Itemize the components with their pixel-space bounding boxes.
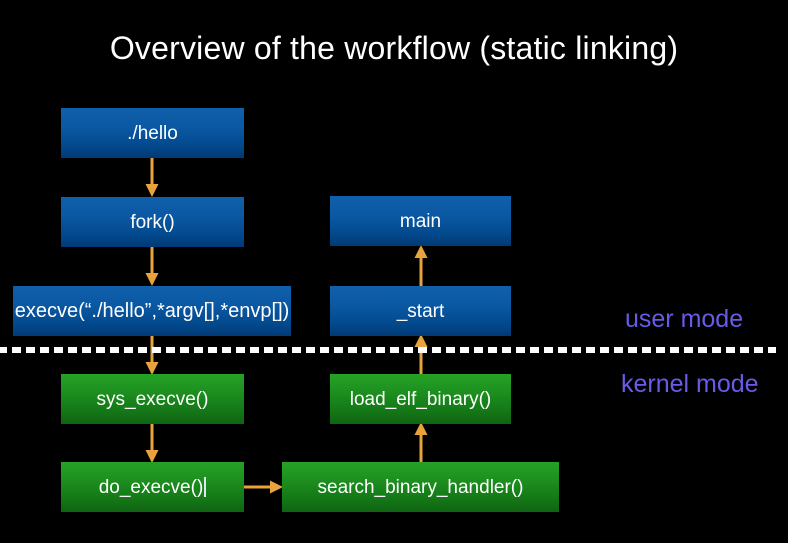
arrow-load-elf-binary-to-start xyxy=(413,332,429,376)
node-execve-label: execve(“./hello”,*argv[],*envp[]) xyxy=(14,300,290,322)
node-sys-execve[interactable]: sys_execve() xyxy=(61,374,244,424)
node-sys-execve-label: sys_execve() xyxy=(96,388,209,410)
node-do-execve[interactable]: do_execve() xyxy=(61,462,244,512)
arrow-fork-to-execve xyxy=(144,244,160,288)
node-execve[interactable]: execve(“./hello”,*argv[],*envp[]) xyxy=(13,286,291,336)
text-caret xyxy=(204,477,207,497)
node-main[interactable]: main xyxy=(330,196,511,246)
node-search-binary-handler[interactable]: search_binary_handler() xyxy=(282,462,559,512)
arrow-sys-execve-to-do-execve xyxy=(144,421,160,465)
node-fork-label: fork() xyxy=(130,211,175,233)
node-fork[interactable]: fork() xyxy=(61,197,244,247)
node-main-label: main xyxy=(399,210,442,232)
page-title: Overview of the workflow (static linking… xyxy=(109,30,679,66)
node-do-execve-label: do_execve() xyxy=(98,476,204,498)
arrow-hello-to-fork xyxy=(144,155,160,199)
kernel-mode-label: kernel mode xyxy=(621,370,759,398)
arrow-search-binary-handler-to-load-elf-binary xyxy=(413,420,429,464)
user-mode-label: user mode xyxy=(625,305,744,333)
node-search-binary-handler-label: search_binary_handler() xyxy=(317,476,524,498)
node-start[interactable]: _start xyxy=(330,286,511,336)
arrow-start-to-main xyxy=(413,243,429,287)
arrow-do-execve-to-search-binary-handler xyxy=(243,479,285,495)
node-load-elf-binary-label: load_elf_binary() xyxy=(349,388,492,410)
arrow-execve-to-sys-execve xyxy=(144,333,160,377)
node-start-label: _start xyxy=(396,300,445,322)
node-hello[interactable]: ./hello xyxy=(61,108,244,158)
user-kernel-divider xyxy=(0,347,776,353)
node-load-elf-binary[interactable]: load_elf_binary() xyxy=(330,374,511,424)
node-hello-label: ./hello xyxy=(127,122,178,144)
